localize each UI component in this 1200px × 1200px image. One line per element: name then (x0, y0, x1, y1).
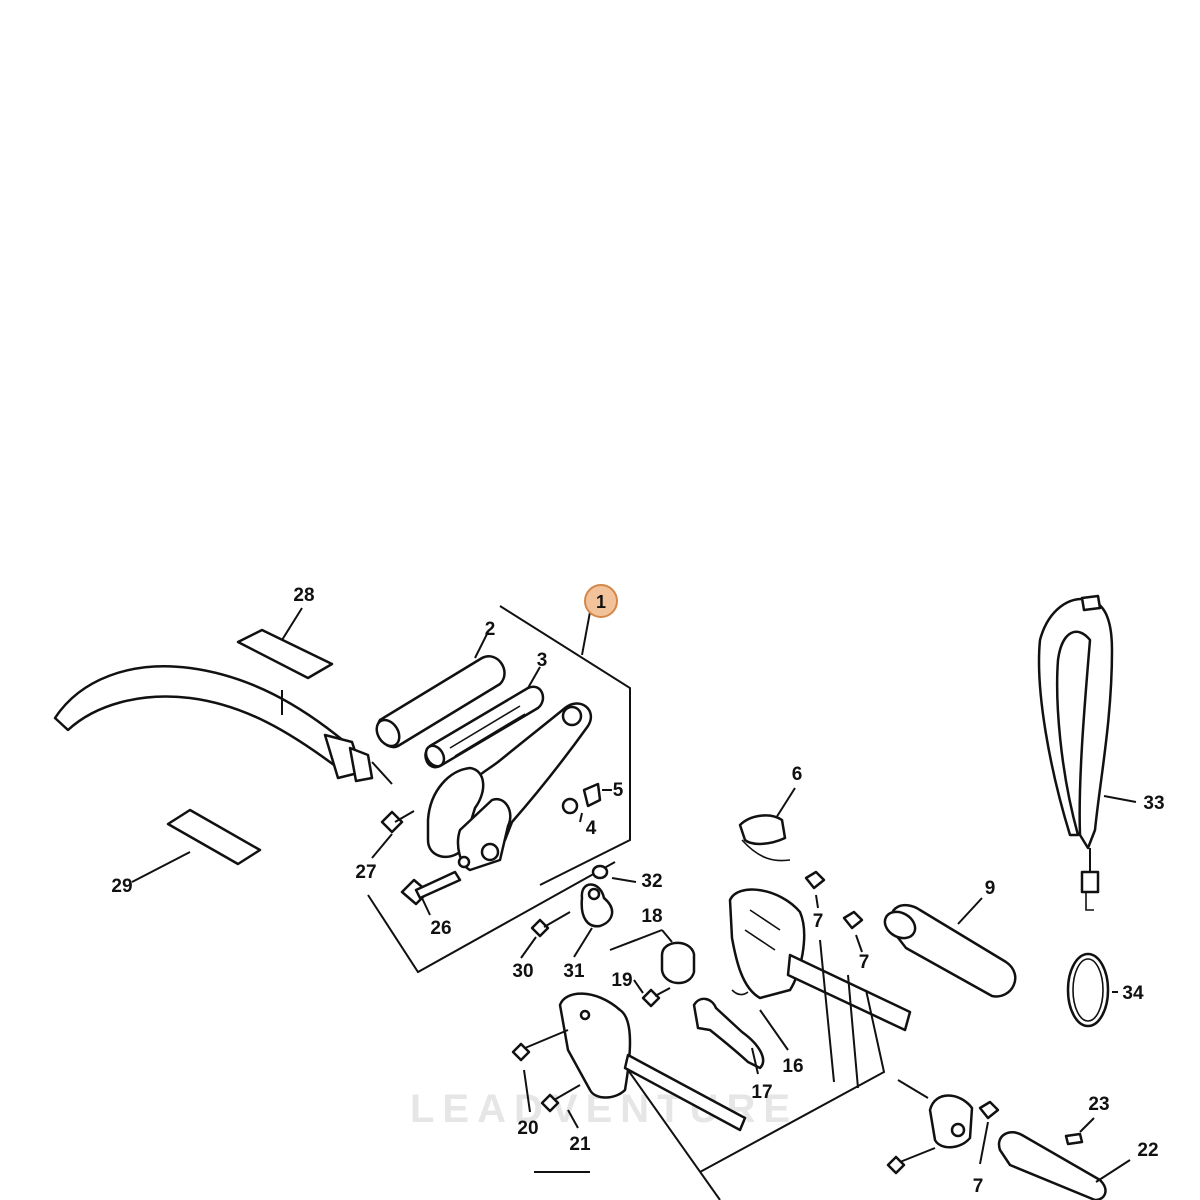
callout-5: 5 (613, 780, 624, 801)
grip-2 (375, 631, 506, 749)
grip-3 (424, 666, 545, 769)
callout-29: 29 (111, 876, 132, 897)
callout-31: 31 (563, 961, 585, 982)
switch-6 (738, 787, 796, 862)
callout-33: 33 (1143, 793, 1164, 814)
ring-34 (1066, 952, 1118, 1028)
spring-16 (731, 989, 789, 1051)
callout-2: 2 (485, 619, 496, 640)
callout-17: 17 (751, 1082, 772, 1103)
callout-22: 22 (1137, 1140, 1158, 1161)
trigger-17 (692, 997, 765, 1075)
callout-7c: 7 (973, 1176, 984, 1197)
nut-7b (842, 910, 864, 953)
pin-23 (1064, 1117, 1095, 1146)
nut-5 (582, 782, 612, 808)
screw-30 (520, 911, 571, 959)
screw-27 (371, 810, 415, 859)
callout-30: 30 (512, 961, 533, 982)
callout-27: 27 (355, 862, 376, 883)
callout-34: 34 (1122, 983, 1144, 1004)
callout-19: 19 (611, 970, 632, 991)
decal-28 (236, 607, 334, 680)
callout-16: 16 (782, 1056, 803, 1077)
nut-7a (804, 870, 826, 909)
plug-32 (591, 864, 637, 883)
callout-labels: 1 2 3 4 5 6 7 7 7 9 16 17 18 19 20 21 22… (111, 584, 1165, 1197)
screw-20 (511, 1029, 569, 1113)
screw-21 (540, 1084, 581, 1129)
nut-7c (978, 1100, 1000, 1165)
harness-33 (1037, 594, 1137, 911)
callout-20: 20 (517, 1118, 538, 1139)
callout-23: 23 (1088, 1094, 1109, 1115)
assembly-bracket (367, 605, 631, 974)
callout-1[interactable]: 1 (596, 592, 606, 612)
callout-7b: 7 (859, 952, 870, 973)
grip-22 (997, 1131, 1131, 1200)
housing-left (558, 992, 747, 1200)
callout-18: 18 (641, 906, 662, 927)
clamp-31 (573, 883, 614, 958)
screw-26 (400, 870, 462, 916)
callout-26: 26 (430, 918, 451, 939)
screw-19 (633, 979, 671, 1008)
callout-3: 3 (537, 650, 548, 671)
callout-9: 9 (985, 878, 996, 899)
highlight-marker-1[interactable] (584, 584, 618, 618)
callout-32: 32 (641, 871, 662, 892)
callout-4: 4 (586, 818, 597, 839)
callout-6: 6 (792, 764, 803, 785)
decal-29 (131, 808, 262, 883)
grip-9 (883, 897, 1017, 998)
washer-4 (561, 797, 583, 823)
clamp-18 (609, 929, 696, 985)
handlebar-tube (53, 665, 393, 785)
clamp-lower (897, 1079, 974, 1149)
callout-7a: 7 (813, 911, 824, 932)
loop-handle (426, 702, 592, 872)
callout-21: 21 (569, 1134, 591, 1155)
callout-28: 28 (293, 585, 314, 606)
housing-bracket (534, 939, 886, 1173)
screw-lower (886, 1147, 936, 1175)
